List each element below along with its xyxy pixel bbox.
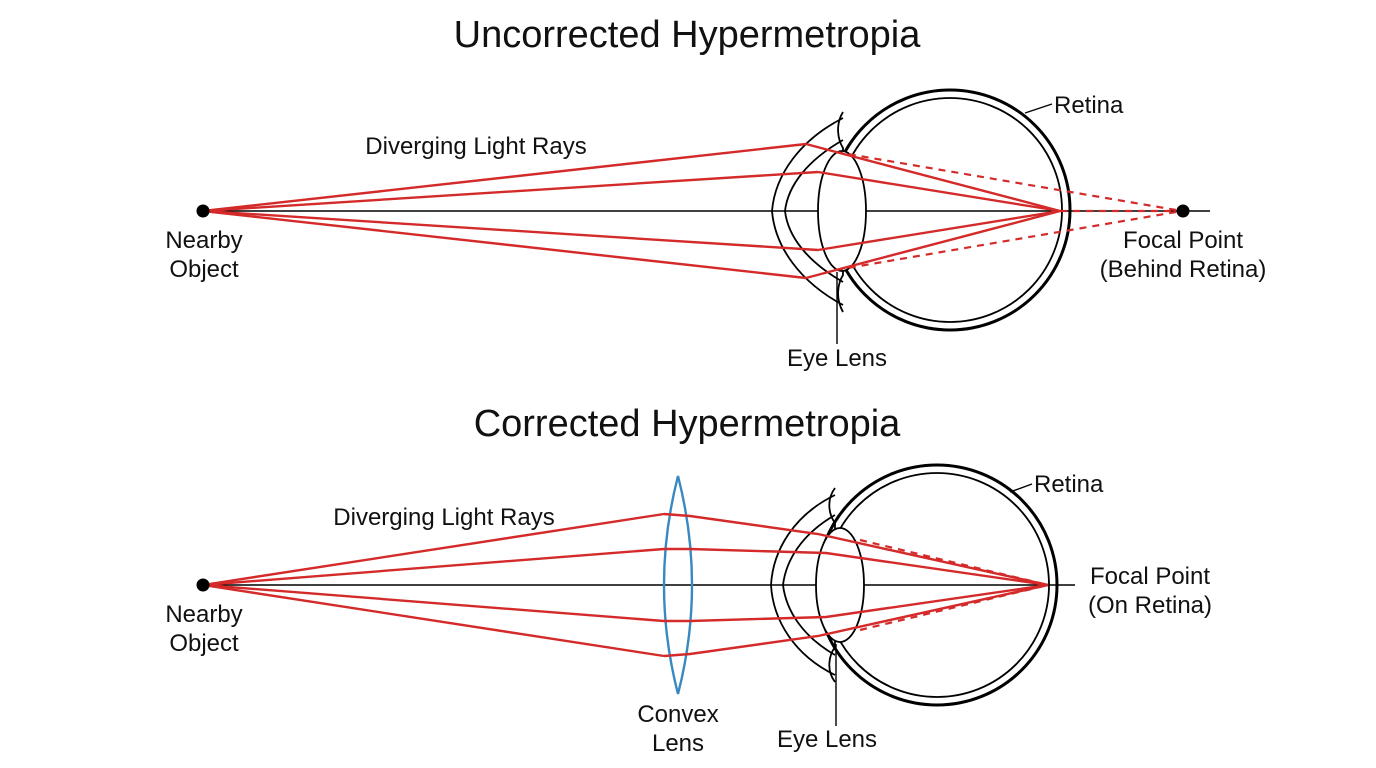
ray-extension (859, 583, 1049, 632)
uncorrected-panel: Uncorrected Hypermetropia (165, 14, 1266, 372)
eye-lens-label: Eye Lens (787, 345, 887, 372)
object-label: Object (169, 256, 239, 283)
cornea (771, 117, 844, 306)
incoming-rays (202, 142, 819, 280)
ray (664, 583, 1049, 623)
ray (202, 512, 665, 587)
corrected-panel: Corrected Hypermetropia (165, 403, 1212, 757)
aqueous-chamber (784, 139, 844, 283)
extended-rays (835, 150, 1183, 272)
convex-lens-label: Lens (652, 730, 704, 757)
ray (202, 170, 819, 213)
ray (663, 512, 1049, 587)
rays-label: Diverging Light Rays (333, 504, 554, 531)
refracted-rays (663, 512, 1049, 658)
ray (202, 209, 807, 280)
retina-leader (1009, 483, 1033, 493)
eye-lens-label: Eye Lens (777, 726, 877, 753)
eye-lens (815, 527, 865, 643)
focal-point-label: (On Retina) (1088, 592, 1212, 619)
object-point (196, 204, 210, 218)
convex-lens (662, 475, 694, 695)
retina-label: Retina (1034, 471, 1104, 498)
convex-lens-label: Convex (637, 701, 718, 728)
ray (202, 583, 665, 623)
retina-layer (837, 97, 1063, 323)
focal-point-label: (Behind Retina) (1100, 256, 1267, 283)
eye (771, 88, 1072, 332)
ray (202, 142, 807, 213)
corrected-title: Corrected Hypermetropia (474, 403, 901, 445)
ray (817, 170, 1061, 213)
cornea (770, 494, 836, 676)
ray (663, 583, 1049, 658)
object-label: Nearby (165, 227, 242, 254)
focal-point-label: Focal Point (1123, 227, 1243, 254)
rays-label: Diverging Light Rays (365, 133, 586, 160)
ray-extension (835, 209, 1183, 272)
eye-lens (817, 150, 867, 272)
incoming-rays (202, 512, 665, 658)
object-point (196, 578, 210, 592)
inner-dashed-rays (859, 538, 1049, 632)
focal-point (1176, 204, 1190, 218)
ray (202, 547, 665, 587)
ray-extension (835, 150, 1183, 213)
object-label: Nearby (165, 601, 242, 628)
retina-leader (1024, 103, 1053, 114)
focal-point-label: Focal Point (1090, 563, 1210, 590)
ray-extension (859, 538, 1049, 587)
ray (202, 583, 665, 658)
retina-label: Retina (1054, 92, 1124, 119)
ray (664, 547, 1049, 587)
ray (202, 209, 819, 252)
ray (817, 209, 1061, 252)
object-label: Object (169, 630, 239, 657)
uncorrected-title: Uncorrected Hypermetropia (454, 14, 922, 56)
